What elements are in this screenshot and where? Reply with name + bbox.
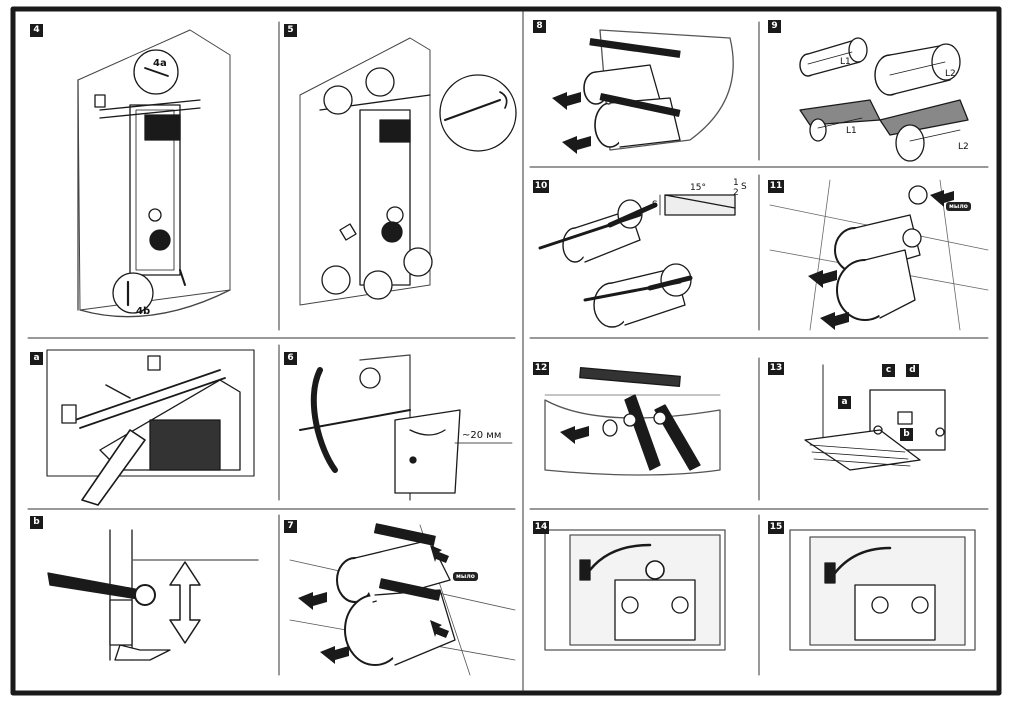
step-label-10: 10	[533, 180, 549, 193]
panel-13-art	[804, 364, 946, 471]
step-label-5: 5	[284, 24, 297, 37]
step-label-15: 15	[768, 521, 784, 534]
arrow-right-icon	[808, 270, 837, 288]
step-label-4: 4	[30, 24, 43, 37]
panel-5-art	[299, 37, 517, 306]
distance-label: ~20 мм	[462, 430, 502, 441]
length-label-l2-top: L2	[945, 69, 956, 79]
arrow-right-icon	[930, 190, 954, 207]
arrow-right-icon	[562, 136, 591, 154]
angle-label: 15°	[690, 183, 706, 193]
panel-10-art	[538, 194, 736, 328]
panel-8-art	[583, 29, 734, 151]
fraction-numerator: 1	[733, 178, 739, 188]
s-label-left: S	[652, 200, 658, 210]
step-label-a: a	[30, 352, 43, 365]
arrow-icons	[298, 92, 954, 664]
step-label-b: b	[30, 516, 43, 529]
panel-11-art	[769, 179, 989, 331]
callout-c: c	[882, 364, 895, 377]
arrow-right-icon	[430, 545, 449, 563]
arrow-right-icon	[320, 646, 349, 664]
callout-a: a	[838, 396, 851, 409]
arrow-right-icon	[430, 620, 449, 638]
soap-icon: мыло	[946, 202, 971, 211]
panel-9-art	[799, 37, 969, 162]
arrow-right-icon	[560, 426, 589, 444]
panel-7-art	[289, 523, 516, 676]
callout-d: d	[906, 364, 919, 377]
step-label-8: 8	[533, 20, 546, 33]
arrow-right-icon	[298, 592, 327, 610]
callout-4a: 4a	[153, 58, 167, 69]
length-label-l2-bottom: L2	[958, 142, 969, 152]
panel-12-art	[544, 367, 721, 476]
length-label-l1-top: L1	[840, 57, 851, 67]
fraction-denominator: 2	[733, 188, 739, 198]
arrow-right-icon	[552, 92, 581, 110]
panel-15-art	[789, 529, 976, 651]
callout-4b: 4b	[136, 306, 151, 317]
step-label-6: 6	[284, 352, 297, 365]
s-label-right: S	[741, 182, 747, 192]
step-label-11: 11	[768, 180, 784, 193]
step-label-12: 12	[533, 362, 549, 375]
step-label-14: 14	[533, 521, 549, 534]
step-label-7: 7	[284, 520, 297, 533]
panel-4-art	[77, 29, 231, 318]
length-label-l1-bottom: L1	[846, 126, 857, 136]
panel-14-art	[544, 529, 726, 651]
step-label-9: 9	[768, 20, 781, 33]
panel-6-art	[299, 354, 513, 501]
panel-dividers	[27, 10, 989, 691]
panel-a-art	[46, 349, 255, 506]
callout-b: b	[900, 428, 913, 441]
step-label-13: 13	[768, 362, 784, 375]
panel-b-art	[47, 529, 259, 661]
arrow-right-icon	[820, 312, 849, 330]
outer-frame	[10, 6, 1002, 696]
measure-lines	[807, 51, 961, 142]
soap-icon: мыло	[453, 572, 478, 581]
